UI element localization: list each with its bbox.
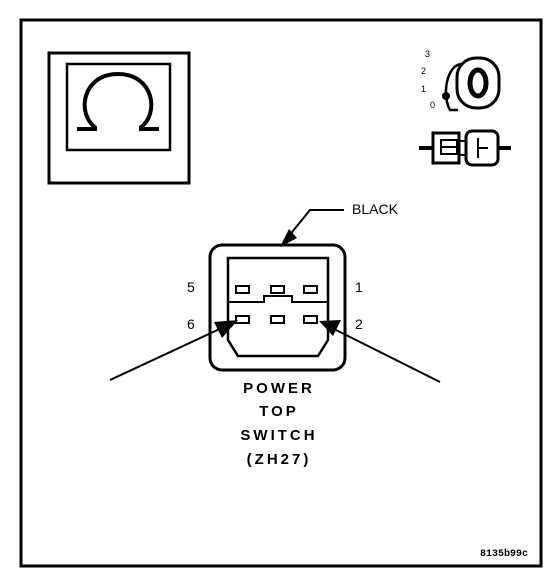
wire-color-label: BLACK — [352, 201, 399, 217]
cavity-5 — [235, 285, 250, 294]
figure-code: 8135b99c — [480, 548, 528, 560]
wire-color-callout: BLACK — [280, 201, 399, 247]
pin-label-5: 5 — [187, 279, 195, 295]
caption-line-4: (ZH27) — [247, 451, 312, 468]
cavity-4 — [270, 315, 285, 324]
caption-line-2: TOP — [259, 403, 299, 420]
caption-line-1: POWER — [243, 380, 315, 397]
disconnected-connector-icon — [419, 129, 511, 167]
pin-label-1: 1 — [355, 279, 363, 295]
ohm-meter-icon — [47, 51, 191, 185]
pin-label-2: 2 — [355, 316, 363, 332]
ignition-pos-0: 0 — [430, 100, 435, 110]
cavity-1 — [303, 285, 318, 294]
component-caption: POWER TOP SWITCH (ZH27) — [240, 380, 317, 468]
probe-arrow-right — [319, 320, 441, 383]
cavity-3 — [270, 285, 285, 294]
ignition-pos-2: 2 — [421, 66, 426, 76]
ignition-key-icon: 3 2 1 0 — [421, 49, 501, 112]
ignition-pos-3: 3 — [425, 49, 430, 59]
ignition-pos-1: 1 — [421, 84, 426, 94]
outer-frame — [19, 18, 543, 568]
cavity-6 — [235, 315, 250, 324]
pin-label-6: 6 — [187, 316, 195, 332]
probe-arrow-left — [109, 320, 238, 381]
caption-line-3: SWITCH — [240, 427, 317, 444]
cavity-2 — [303, 315, 318, 324]
switch-connector — [208, 243, 347, 372]
